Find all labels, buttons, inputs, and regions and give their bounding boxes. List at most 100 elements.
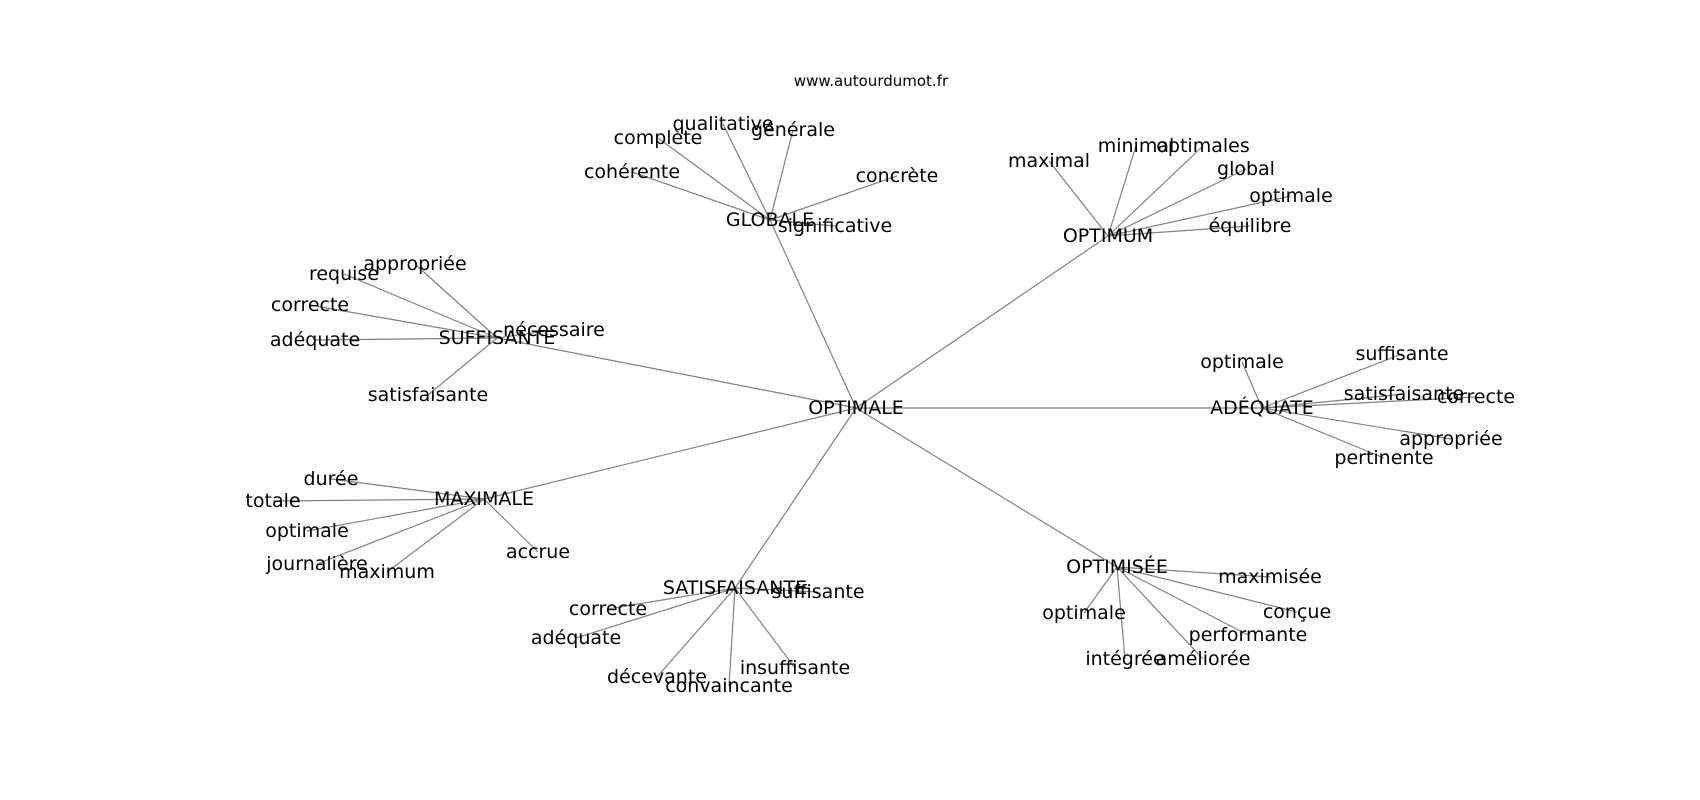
leaf-node: totale xyxy=(245,490,300,512)
leaf-node: maximal xyxy=(1008,150,1090,172)
leaf-node: optimale xyxy=(1042,602,1126,624)
hub-node: OPTIMISÉE xyxy=(1066,555,1168,578)
leaf-node: optimale xyxy=(265,520,349,542)
leaf-node: satisfaisante xyxy=(368,384,489,406)
edge-hub-leaf xyxy=(1241,361,1263,409)
leaf-node: performante xyxy=(1189,624,1308,646)
edge-hub-leaf xyxy=(1116,566,1204,660)
edge-hub-leaf xyxy=(1116,566,1249,636)
edge-hub-leaf xyxy=(1261,353,1403,409)
edge-hub-leaf xyxy=(734,587,819,593)
hub-node: OPTIMUM xyxy=(1063,225,1153,247)
leaf-node: optimale xyxy=(1200,351,1284,373)
edge-hub-leaf xyxy=(1116,566,1298,613)
edge-hub-leaf xyxy=(769,219,836,227)
edge-hub-leaf xyxy=(728,587,736,687)
watermark: www.autourdumot.fr xyxy=(793,72,949,90)
edge-hub-leaf xyxy=(343,273,498,339)
edge-hub-leaf xyxy=(769,129,794,221)
edge-hub-leaf xyxy=(1261,407,1385,459)
edge-hub-leaf xyxy=(1116,566,1126,660)
leaf-node: générale xyxy=(751,119,835,141)
leaf-node: journalière xyxy=(265,553,367,575)
leaf-node: maximisée xyxy=(1218,566,1322,588)
leaf-node: concrète xyxy=(856,165,939,187)
hub-node: MAXIMALE xyxy=(434,488,534,510)
edge-hub-leaf xyxy=(1261,393,1405,409)
hub-node: ADÉQUATE xyxy=(1210,396,1314,419)
leaf-node: complète xyxy=(614,127,703,149)
edge-hub-leaf xyxy=(414,263,498,339)
edge-hub-leaf xyxy=(386,498,485,573)
edge-hub-leaf xyxy=(734,587,796,669)
leaf-node: intégrée xyxy=(1085,648,1164,670)
edge-hub-leaf xyxy=(306,498,485,532)
leaf-node: correcte xyxy=(569,598,647,620)
leaf-node: significative xyxy=(778,215,892,237)
leaf-node: suffisante xyxy=(1355,343,1448,365)
leaf-node: minimal xyxy=(1098,135,1175,157)
edge-hub-leaf xyxy=(769,175,898,221)
leaf-node: insuffisante xyxy=(740,657,850,679)
leaf-node: optimale xyxy=(1249,185,1333,207)
leaf-node: conçue xyxy=(1263,601,1331,623)
leaf-node: adéquate xyxy=(531,627,621,649)
center-node: OPTIMALE xyxy=(808,397,904,419)
leaf-node: pertinente xyxy=(1334,447,1433,469)
leaf-node: suffisante xyxy=(771,581,864,603)
leaf-node: adéquate xyxy=(270,329,360,351)
edge-hub-leaf xyxy=(314,337,498,341)
edge-hub-leaf xyxy=(1261,407,1452,440)
edge-hub-leaf xyxy=(309,304,498,339)
edge-center-hub xyxy=(734,407,857,589)
edge-hub-leaf xyxy=(1107,195,1292,237)
leaf-node: accrue xyxy=(506,541,570,563)
leaf-node: qualitative xyxy=(672,113,773,135)
edge-center-hub xyxy=(483,407,857,500)
edge-center-hub xyxy=(496,337,857,409)
edge-hub-leaf xyxy=(483,498,539,553)
edge-hub-leaf xyxy=(1048,160,1109,237)
edge-hub-leaf xyxy=(330,478,485,500)
edge-hub-leaf xyxy=(1107,145,1204,237)
leaf-node: améliorée xyxy=(1156,648,1251,670)
edge-hub-leaf xyxy=(1116,566,1271,578)
leaf-node: convaincante xyxy=(665,675,793,697)
edge-hub-leaf xyxy=(1107,225,1251,237)
leaf-node: cohérente xyxy=(584,161,680,183)
edge-hub-leaf xyxy=(656,587,736,678)
edge-hub-leaf xyxy=(575,587,736,639)
leaf-node: correcte xyxy=(271,294,349,316)
hub-node: SATISFAISANTE xyxy=(663,577,807,599)
leaf-node: maximum xyxy=(339,561,435,583)
edge-center-hub xyxy=(769,219,857,409)
leaf-node: requise xyxy=(309,263,379,285)
leaf-node: correcte xyxy=(1437,386,1515,408)
edge-hub-leaf xyxy=(607,587,736,610)
edge-hub-leaf xyxy=(1107,145,1137,237)
leaf-node: équilibre xyxy=(1209,215,1292,237)
edge-hub-leaf xyxy=(722,123,771,221)
hub-node: SUFFISANTE xyxy=(439,327,556,349)
leaf-node: décevante xyxy=(607,666,707,688)
leaf-node: appropriée xyxy=(1399,428,1502,450)
edge-hub-leaf xyxy=(1107,168,1247,237)
edge-hub-leaf xyxy=(316,498,485,565)
edge-hub-leaf xyxy=(427,337,498,396)
leaf-node: satisfaisante xyxy=(1344,383,1465,405)
leaf-node: appropriée xyxy=(363,253,466,275)
edges xyxy=(272,123,1477,687)
edge-hub-leaf xyxy=(1083,566,1118,614)
edge-hub-leaf xyxy=(657,137,771,221)
edge-center-hub xyxy=(855,407,1118,568)
leaf-node: durée xyxy=(304,468,359,490)
edge-center-hub xyxy=(855,235,1109,409)
leaf-node: optimales xyxy=(1156,135,1249,157)
edge-hub-leaf xyxy=(496,329,555,339)
hub-node: GLOBALE xyxy=(726,209,814,231)
edge-hub-leaf xyxy=(631,171,771,221)
edge-hub-leaf xyxy=(1261,396,1477,409)
leaf-node: nécessaire xyxy=(503,319,605,341)
